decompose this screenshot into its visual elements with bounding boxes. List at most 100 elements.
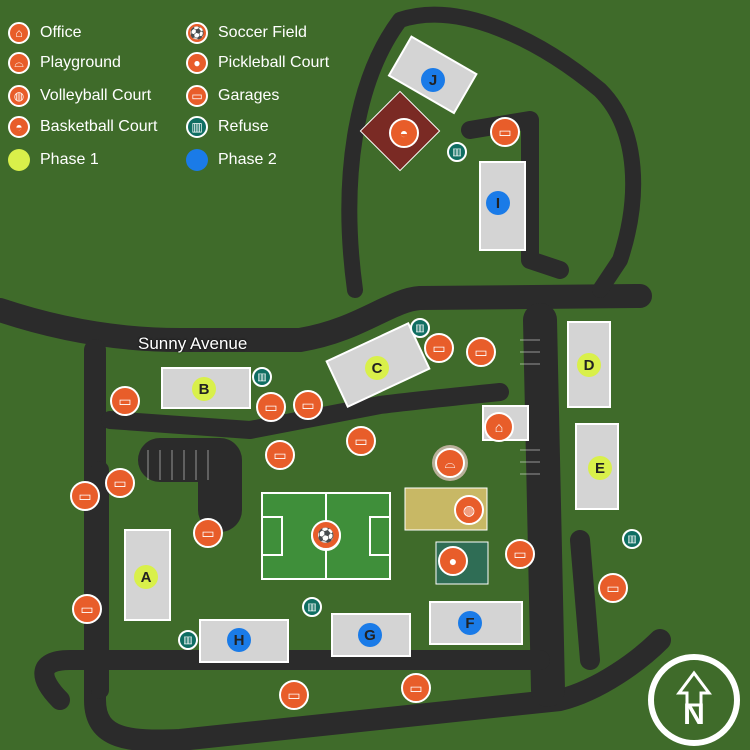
soccer-field-marker[interactable]: ⚽ xyxy=(311,520,341,550)
garage-marker[interactable]: ▭ xyxy=(424,333,454,363)
building-e-marker[interactable]: E xyxy=(588,456,612,480)
garage-marker[interactable]: ▭ xyxy=(105,468,135,498)
car-icon: ▭ xyxy=(409,679,423,696)
garage-marker[interactable]: ▭ xyxy=(72,594,102,624)
pickleball-icon: ● xyxy=(448,553,458,569)
garage-marker[interactable]: ▭ xyxy=(401,673,431,703)
legend-phase1-label: Phase 1 xyxy=(40,151,99,168)
building-j-marker[interactable]: J xyxy=(421,68,445,92)
legend-garages-label: Garages xyxy=(218,87,280,104)
map-legend: ⌂ Office ⚽ Soccer Field ⌓ Playground ● P… xyxy=(0,0,360,180)
building-b-marker[interactable]: B xyxy=(192,377,216,401)
trash-icon: ▥ xyxy=(257,371,267,383)
car-icon: ▭ xyxy=(186,85,208,107)
legend-volleyball: ◍ Volleyball Court xyxy=(8,85,151,107)
building-i-marker[interactable]: I xyxy=(486,191,510,215)
west-lot xyxy=(138,438,242,532)
garage-marker[interactable]: ▭ xyxy=(466,337,496,367)
legend-volleyball-label: Volleyball Court xyxy=(40,87,152,104)
compass-label: N xyxy=(683,698,705,731)
basketball-icon: ◓ xyxy=(399,125,409,141)
legend-playground: ⌓ Playground xyxy=(8,52,121,74)
refuse-marker[interactable]: ▥ xyxy=(622,529,642,549)
pickleball-court-marker[interactable]: ● xyxy=(438,546,468,576)
phase1-swatch xyxy=(8,149,30,171)
building-g-marker[interactable]: G xyxy=(358,623,382,647)
building-f-marker[interactable]: F xyxy=(458,611,482,635)
trash-icon: ▥ xyxy=(183,634,193,646)
phase2-swatch xyxy=(186,149,208,171)
legend-refuse-label: Refuse xyxy=(218,118,269,135)
garage-marker[interactable]: ▭ xyxy=(279,680,309,710)
garage-marker[interactable]: ▭ xyxy=(193,518,223,548)
playground-marker[interactable]: ⌓ xyxy=(435,448,465,478)
volleyball-icon: ◍ xyxy=(462,501,476,518)
volleyball-icon: ◍ xyxy=(8,85,30,107)
basketball-court-marker[interactable]: ◓ xyxy=(389,118,419,148)
garage-marker[interactable]: ▭ xyxy=(70,481,100,511)
office-marker[interactable]: ⌂ xyxy=(484,412,514,442)
legend-basketball: ◓ Basketball Court xyxy=(8,116,157,138)
garage-marker[interactable]: ▭ xyxy=(265,440,295,470)
street-label-sunny-avenue: Sunny Avenue xyxy=(138,334,248,353)
car-icon: ▭ xyxy=(474,343,488,360)
car-icon: ▭ xyxy=(78,487,92,504)
car-icon: ▭ xyxy=(606,579,620,596)
inner-road-north xyxy=(101,383,509,439)
car-icon: ▭ xyxy=(201,524,215,541)
refuse-marker[interactable]: ▥ xyxy=(302,597,322,617)
legend-office: ⌂ Office xyxy=(8,22,82,44)
legend-phase2: Phase 2 xyxy=(186,149,277,171)
garage-marker[interactable]: ▭ xyxy=(346,426,376,456)
refuse-marker[interactable]: ▥ xyxy=(410,318,430,338)
house-icon: ⌂ xyxy=(494,419,504,435)
garage-marker[interactable]: ▭ xyxy=(505,539,535,569)
building-a-marker[interactable]: A xyxy=(134,565,158,589)
car-icon: ▭ xyxy=(498,123,512,140)
car-icon: ▭ xyxy=(273,446,287,463)
legend-office-label: Office xyxy=(40,24,82,41)
east-parking-road xyxy=(523,303,565,707)
legend-refuse: ▥ Refuse xyxy=(186,116,269,138)
south-loop-road xyxy=(84,339,671,750)
garage-marker[interactable]: ▭ xyxy=(256,392,286,422)
south-parking-road xyxy=(34,650,550,710)
legend-phase1: Phase 1 xyxy=(8,149,99,171)
trash-icon: ▥ xyxy=(627,533,637,545)
road-network xyxy=(0,6,671,750)
garage-marker[interactable]: ▭ xyxy=(293,390,323,420)
building-d-marker[interactable]: D xyxy=(577,353,601,377)
trash-icon: ▥ xyxy=(452,146,462,158)
soccer-ball-icon: ⚽ xyxy=(317,526,335,543)
car-icon: ▭ xyxy=(354,432,368,449)
playground-icon: ⌓ xyxy=(444,454,456,471)
refuse-marker[interactable]: ▥ xyxy=(178,630,198,650)
legend-soccer: ⚽ Soccer Field xyxy=(186,22,307,44)
legend-pickleball-label: Pickleball Court xyxy=(218,54,330,71)
playground-icon: ⌓ xyxy=(8,52,30,74)
sunny-avenue-road xyxy=(0,284,652,352)
parking-stripes xyxy=(147,339,540,480)
refuse-marker[interactable]: ▥ xyxy=(447,142,467,162)
legend-playground-label: Playground xyxy=(40,54,121,71)
garage-marker[interactable]: ▭ xyxy=(110,386,140,416)
building-c-marker[interactable]: C xyxy=(365,356,389,380)
north-compass: N xyxy=(648,654,740,746)
car-icon: ▭ xyxy=(113,474,127,491)
garage-marker[interactable]: ▭ xyxy=(490,117,520,147)
garage-marker[interactable]: ▭ xyxy=(598,573,628,603)
legend-phase2-label: Phase 2 xyxy=(218,151,277,168)
car-icon: ▭ xyxy=(513,545,527,562)
trash-icon: ▥ xyxy=(307,601,317,613)
legend-pickleball: ● Pickleball Court xyxy=(186,52,329,74)
car-icon: ▭ xyxy=(264,398,278,415)
trash-icon: ▥ xyxy=(415,322,425,334)
car-icon: ▭ xyxy=(80,600,94,617)
soccer-ball-icon: ⚽ xyxy=(186,22,208,44)
refuse-marker[interactable]: ▥ xyxy=(252,367,272,387)
car-icon: ▭ xyxy=(118,392,132,409)
north-arrow-icon xyxy=(676,670,712,707)
building-h-marker[interactable]: H xyxy=(227,628,251,652)
volleyball-court-marker[interactable]: ◍ xyxy=(454,495,484,525)
trash-icon: ▥ xyxy=(186,116,208,138)
